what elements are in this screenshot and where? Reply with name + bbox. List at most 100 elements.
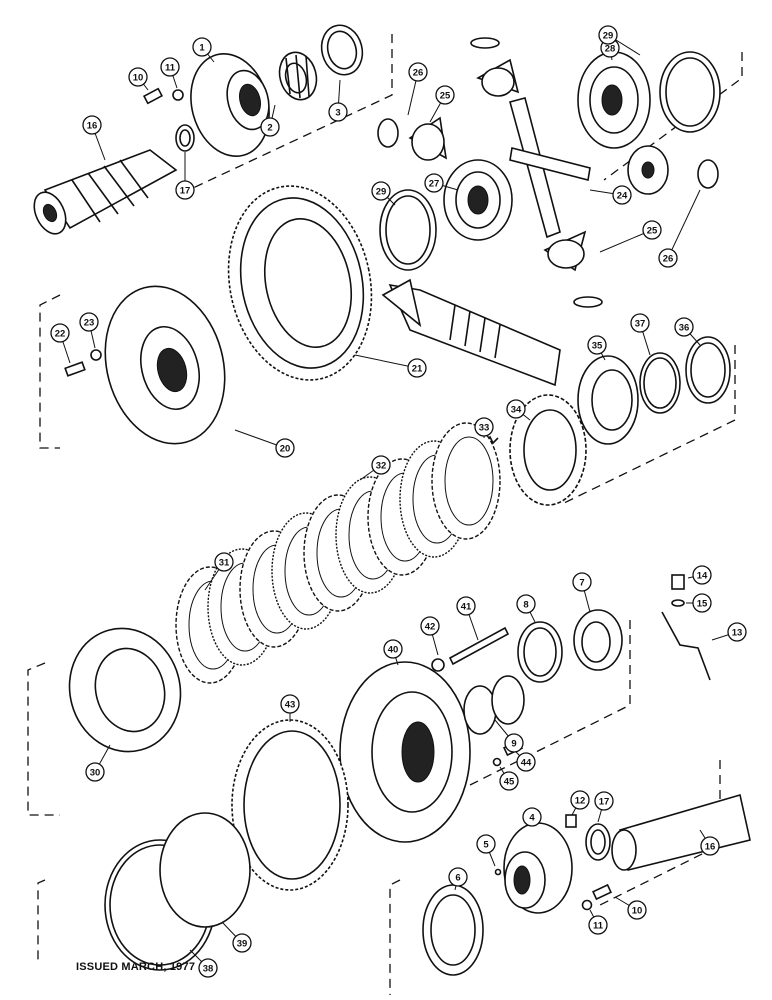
- clutch-disc-pack: [175, 422, 501, 684]
- callout-number: 40: [388, 644, 399, 655]
- callout-circle: [612, 185, 632, 205]
- callout-layer: 1234567891010111112131415161617172021222…: [50, 25, 747, 978]
- callout-circle: [630, 313, 650, 333]
- bearing-cup-upper: [320, 24, 364, 76]
- callout-c15: 15: [686, 593, 712, 613]
- callout-number: 17: [599, 796, 610, 807]
- callout-c34: 34: [506, 399, 531, 421]
- callout-circle: [516, 752, 536, 772]
- callout-number: 16: [87, 120, 98, 131]
- callout-circle: [232, 933, 252, 953]
- callout-circle: [572, 572, 592, 592]
- callout-c5: 5: [476, 834, 496, 867]
- callout-c2: 2: [260, 104, 280, 137]
- callout-c16a: 16: [82, 115, 106, 161]
- callout-number: 26: [413, 67, 424, 78]
- callout-circle: [570, 790, 590, 810]
- callout-c26b: 26: [658, 189, 701, 268]
- bearing-carrier-lower: [494, 822, 573, 914]
- callout-circle: [516, 594, 536, 614]
- callout-c4: 4: [522, 807, 542, 827]
- bearing-set-lower: [463, 609, 623, 735]
- callout-number: 29: [603, 30, 614, 41]
- callout-number: 35: [592, 340, 603, 351]
- callout-c27: 27: [424, 173, 459, 193]
- callout-c10a: 10: [128, 67, 149, 91]
- clutch-end-plate: [476, 394, 587, 506]
- dashed-boundaries: [27, 34, 743, 995]
- callout-circle: [424, 173, 444, 193]
- callout-number: 25: [440, 90, 451, 101]
- pinion-gear-right: [627, 145, 669, 195]
- callout-c42: 42: [420, 616, 440, 656]
- callout-c17b: 17: [594, 791, 614, 823]
- callout-number: 39: [237, 938, 248, 949]
- thrust-washers: [377, 37, 719, 308]
- callout-circle: [627, 900, 647, 920]
- callout-number: 43: [285, 699, 296, 710]
- callout-circle: [371, 455, 391, 475]
- callout-c11b: 11: [588, 909, 608, 935]
- callout-circle: [476, 834, 496, 854]
- bolt-upper: [142, 87, 184, 105]
- side-gear-left: [443, 159, 513, 241]
- callout-c29b: 29: [598, 25, 641, 56]
- callout-number: 10: [632, 905, 643, 916]
- issue-date: ISSUED MARCH, 1977: [76, 961, 196, 973]
- axle-shaft-lower: [611, 793, 751, 871]
- callout-circle: [371, 181, 391, 201]
- callout-c21: 21: [354, 354, 427, 378]
- callout-number: 20: [280, 443, 291, 454]
- callout-c3: 3: [328, 79, 348, 122]
- callout-number: 32: [376, 460, 387, 471]
- callout-circle: [692, 593, 712, 613]
- callout-circle: [128, 67, 148, 87]
- seal-lower: [565, 814, 611, 861]
- callout-c25b: 25: [599, 220, 662, 253]
- callout-number: 6: [455, 872, 460, 883]
- callout-number: 30: [90, 767, 101, 778]
- differential-pinions: [408, 58, 587, 272]
- differential-case: [104, 285, 226, 445]
- callout-number: 26: [663, 253, 674, 264]
- callout-number: 2: [267, 122, 272, 133]
- callout-c13: 13: [711, 622, 747, 642]
- callout-c37: 37: [630, 313, 651, 356]
- callout-number: 3: [335, 107, 340, 118]
- callout-circle: [407, 358, 427, 378]
- callout-circle: [642, 220, 662, 240]
- callout-circle: [260, 117, 280, 137]
- callout-circle: [587, 335, 607, 355]
- callout-c43: 43: [280, 694, 300, 722]
- callout-c38: 38: [189, 949, 218, 978]
- side-gear-right: [577, 51, 651, 149]
- callout-circle: [435, 85, 455, 105]
- callout-number: 7: [579, 577, 584, 588]
- callout-circle: [328, 102, 348, 122]
- callout-circle: [275, 438, 295, 458]
- callout-circle: [588, 915, 608, 935]
- callout-c12: 12: [570, 790, 590, 816]
- callout-number: 44: [521, 757, 532, 768]
- callout-c35: 35: [587, 335, 607, 361]
- callout-circle: [82, 115, 102, 135]
- callout-c40: 40: [383, 639, 403, 666]
- piston-assembly: [577, 336, 731, 445]
- callout-number: 45: [504, 776, 515, 787]
- axle-shaft-upper: [33, 149, 178, 235]
- callout-c32: 32: [359, 455, 391, 481]
- callout-c39: 39: [221, 921, 252, 953]
- clutch-housing: [68, 627, 182, 753]
- callout-number: 11: [593, 920, 604, 931]
- callout-number: 38: [203, 963, 214, 974]
- callout-circle: [506, 399, 526, 419]
- long-bolt: [431, 626, 510, 672]
- callout-circle: [700, 836, 720, 856]
- callout-leader: [354, 354, 418, 369]
- callout-c26a: 26: [407, 62, 428, 116]
- callout-c8: 8: [516, 594, 536, 623]
- pinion-shaft: [381, 278, 561, 387]
- callout-number: 17: [180, 185, 191, 196]
- clutch-disc: [431, 422, 501, 540]
